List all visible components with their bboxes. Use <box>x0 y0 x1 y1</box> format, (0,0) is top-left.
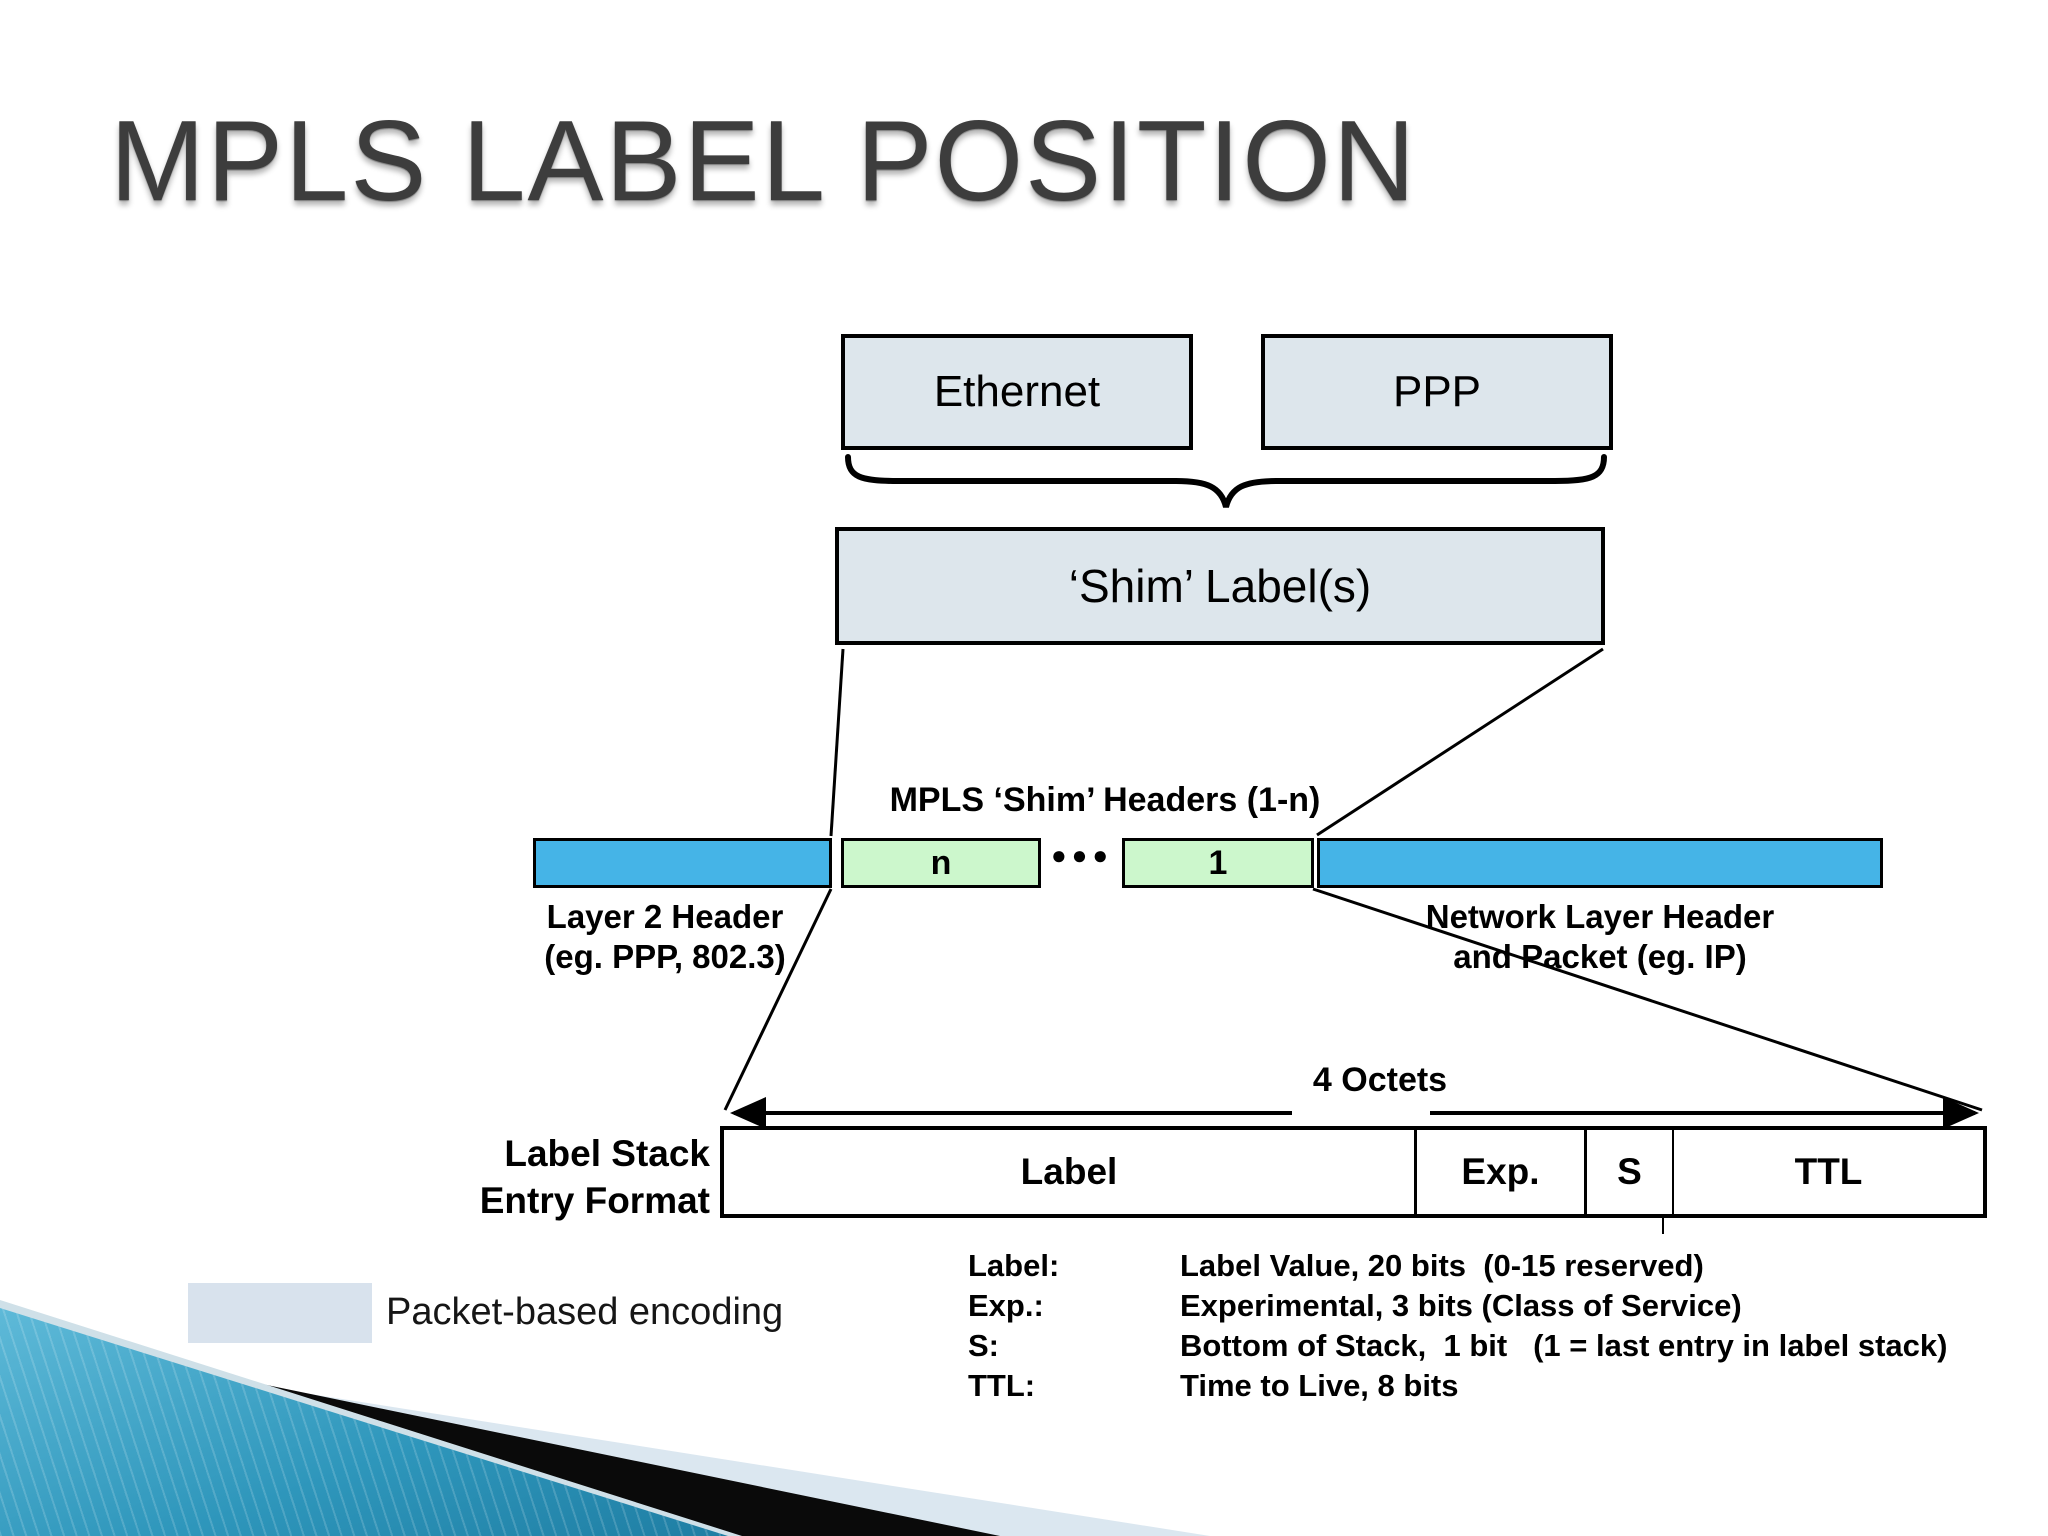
ethernet-box: Ethernet <box>841 334 1193 450</box>
label-stack-entry-format-caption: Label Stack Entry Format <box>410 1130 710 1224</box>
layer2-header-bar <box>533 838 832 888</box>
connector-entry-right <box>1312 887 1983 1112</box>
definition-text-exp: Experimental, 3 bits (Class of Service) <box>1180 1288 1742 1323</box>
shim-header-n-label: n <box>930 843 952 882</box>
label-stack-caption-line2: Entry Format <box>479 1180 710 1221</box>
network-layer-bar <box>1317 838 1883 888</box>
field-cell-label: Label <box>724 1130 1417 1214</box>
label-stack-entry-table: Label Exp. S TTL <box>720 1126 1987 1218</box>
connector-shim-left <box>829 648 845 837</box>
definition-text-s: Bottom of Stack, 1 bit (1 = last entry i… <box>1180 1328 1948 1363</box>
ppp-label: PPP <box>1392 367 1482 416</box>
shim-header-n-box: n <box>841 838 1041 888</box>
brace <box>845 454 1607 508</box>
network-layer-label: Network Layer Header and Packet (eg. IP) <box>1390 897 1810 977</box>
ellipsis-dots: ●●● <box>1050 840 1114 870</box>
shim-header-1-label: 1 <box>1208 843 1228 882</box>
field-cell-exp: Exp. <box>1417 1130 1587 1214</box>
definition-term-label: Label: <box>968 1248 1060 1283</box>
network-layer-label-line2: and Packet (eg. IP) <box>1453 938 1747 975</box>
shim-headers-caption: MPLS ‘Shim’ Headers (1-n) <box>889 781 1321 819</box>
shim-header-1-box: 1 <box>1122 838 1314 888</box>
layer2-header-label: Layer 2 Header (eg. PPP, 802.3) <box>455 897 875 977</box>
layer2-header-label-line2: (eg. PPP, 802.3) <box>544 938 786 975</box>
network-layer-label-line1: Network Layer Header <box>1425 898 1775 935</box>
ppp-box: PPP <box>1261 334 1613 450</box>
connector-entry-left <box>723 888 833 1111</box>
field-cell-ttl: TTL <box>1794 1151 1863 1192</box>
ethernet-label: Ethernet <box>933 367 1101 416</box>
slide-title: MPLS LABEL POSITION <box>110 98 1418 225</box>
four-octets-label: 4 Octets <box>1312 1061 1448 1099</box>
label-stack-caption-line1: Label Stack <box>504 1133 710 1174</box>
shim-labels-box: ‘Shim’ Label(s) <box>835 527 1605 645</box>
field-cell-s: S <box>1587 1130 1674 1214</box>
definition-term-exp: Exp.: <box>968 1288 1044 1323</box>
layer2-header-label-line1: Layer 2 Header <box>546 898 784 935</box>
definition-text-label: Label Value, 20 bits (0-15 reserved) <box>1180 1248 1704 1283</box>
shim-labels-text: ‘Shim’ Label(s) <box>1068 560 1372 612</box>
connector-shim-right <box>1316 647 1604 837</box>
